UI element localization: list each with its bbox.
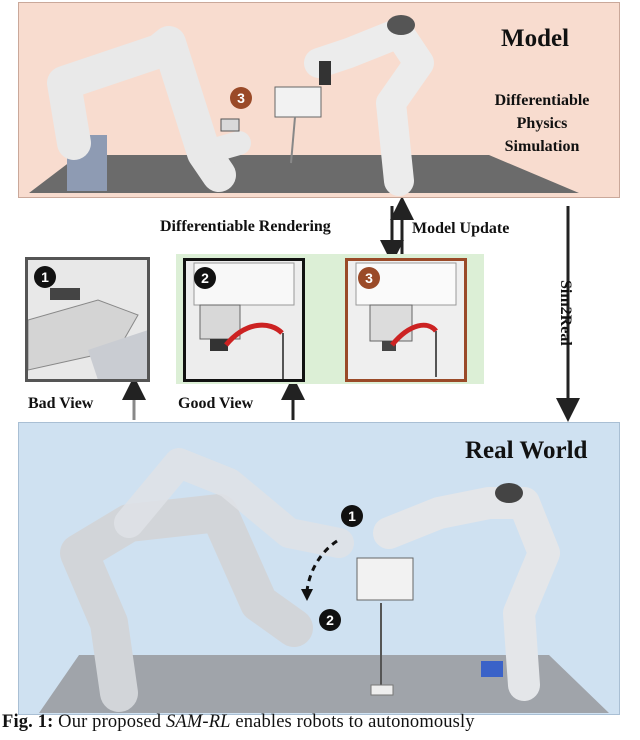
left-robot-forearm [192,131,251,165]
model-update-label: Model Update [412,220,510,237]
real-table [39,655,609,713]
sim-rod [290,116,296,164]
real-step-badge-1: 1 [341,505,363,527]
caption-method: SAM-RL [165,712,231,732]
real-rod-stand [370,684,394,696]
simulated-view-badge: 3 [358,267,380,289]
caption-prefix: Fig. 1: [2,712,54,732]
figure-caption: Fig. 1: Our proposed SAM-RL enables robo… [2,712,638,733]
caption-text-after: enables robots to autonomously [230,712,475,732]
model-panel: Model Differentiable Physics Simulation … [18,2,620,198]
differentiable-rendering-label: Differentiable Rendering [160,218,331,235]
good-view-image: 2 [183,258,305,382]
real-world-panel: Real World 1 2 [18,422,620,715]
left-gripper [220,118,240,132]
simulated-view-image: 3 [345,258,467,382]
real-left-arm-upper [114,448,354,558]
model-subtitle-line: Simulation [504,138,580,155]
real-world-title: Real World [465,437,588,464]
bad-view-image: 1 [25,257,150,382]
good-view-badge: 2 [194,267,216,289]
sim-table [29,155,579,193]
caption-text-before: Our proposed [53,712,166,732]
model-subtitle: Differentiable Physics Simulation [467,89,617,158]
motion-arrowhead [301,589,313,601]
right-robot-joint [319,61,331,85]
right-robot-arm [304,18,434,196]
sim2real-label: Sim2Real [557,280,574,346]
real-scene-illustration [39,448,609,713]
real-step-badge-2: 2 [319,609,341,631]
model-step-badge: 3 [230,87,252,109]
real-controller [481,661,503,677]
motion-path [305,539,338,592]
right-robot-cap [387,15,415,35]
bad-view-label: Bad View [28,395,94,412]
right-gripper [274,86,322,118]
bad-view-badge: 1 [34,266,56,288]
real-right-gripper [356,557,414,601]
real-right-arm [373,487,560,701]
model-subtitle-line: Physics [516,115,568,132]
model-subtitle-line: Differentiable [494,92,590,109]
real-right-cap [495,483,523,503]
model-scene-illustration [29,15,579,196]
model-title: Model [501,25,570,52]
good-view-label: Good View [178,395,254,412]
